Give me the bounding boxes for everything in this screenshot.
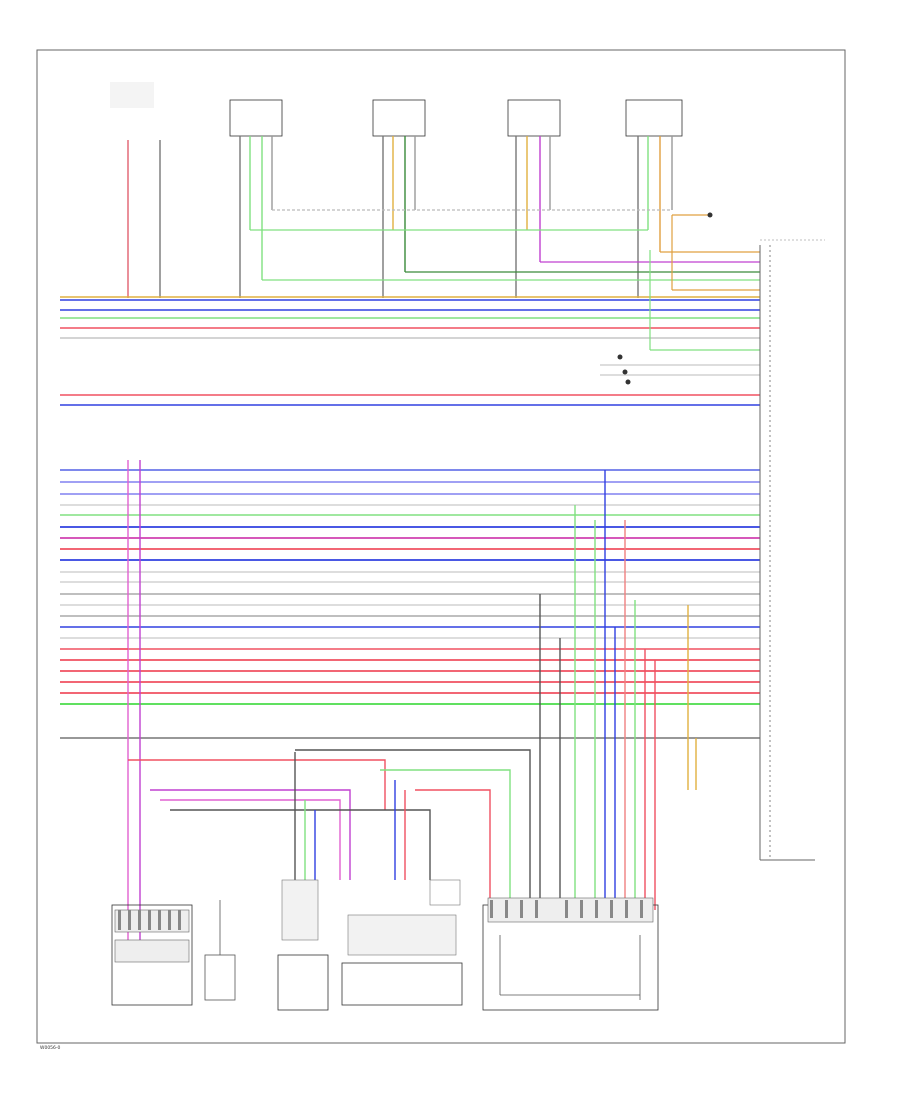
lower-harness [60,469,760,739]
top-sensor-connectors [110,82,683,137]
upper-harness [60,250,760,406]
top-bus-lines [250,209,760,291]
connector-box-5 [625,99,683,137]
connector-box-4 [507,99,561,137]
relay-symbol [204,900,236,1001]
inline-connectors [617,212,713,385]
connector-box-2 [229,99,283,137]
combination-meter-box [482,897,659,1011]
ecu-connector-strip [759,239,825,861]
control-module-box [277,879,329,1011]
shift-position-indicator-box [341,879,463,1006]
diagram-frame [36,49,846,1044]
footer-code: W0056-0 [40,1045,61,1051]
connector-box-3 [372,99,426,137]
bottom-components [111,879,659,1011]
connector-pins [118,900,643,930]
lower-branch-wires [110,460,697,960]
sensor-label-1 [110,82,154,108]
sensor-drop-wires [127,136,673,298]
